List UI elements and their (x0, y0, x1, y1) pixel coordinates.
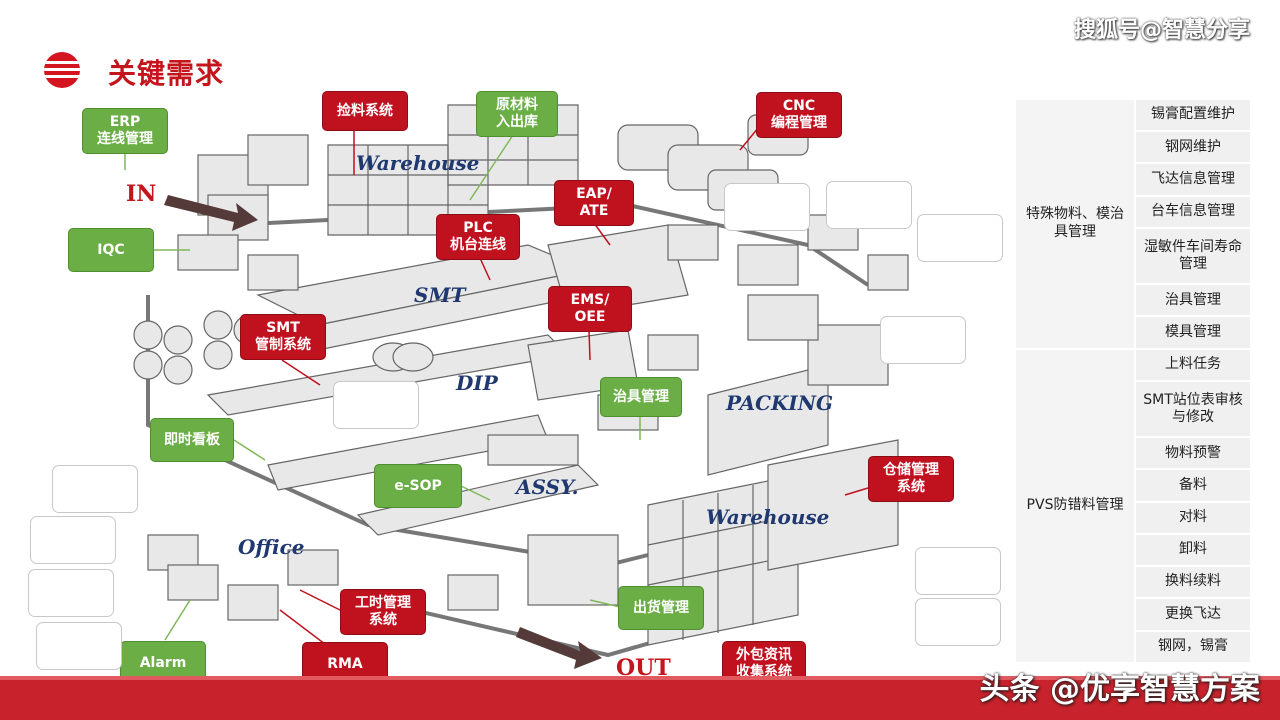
requirement-item: 换料续料 (1135, 566, 1251, 598)
requirement-item: 治具管理 (1135, 284, 1251, 316)
fixture-mgmt-tag: 治具管理 (600, 377, 682, 417)
watermark-bottom: 头条 @优享智慧方案 (980, 664, 1260, 708)
requirement-item: 湿敏件车间寿命管理 (1135, 228, 1251, 284)
requirement-item: SMT站位表审核与修改 (1135, 381, 1251, 437)
requirement-item: 台车信息管理 (1135, 196, 1251, 228)
requirement-item: 钢网维护 (1135, 131, 1251, 163)
empty-placeholder-box (724, 183, 810, 231)
iqc-tag: IQC (68, 228, 154, 272)
requirement-item: 锡膏配置维护 (1135, 99, 1251, 131)
empty-placeholder-box (880, 316, 966, 364)
storage-system-tag: 仓储管理 系统 (868, 456, 954, 502)
eap-ate-tag: EAP/ ATE (554, 180, 634, 226)
ems-oee-tag: EMS/ OEE (548, 286, 632, 332)
requirement-item: 备料 (1135, 469, 1251, 501)
empty-placeholder-box (28, 569, 114, 617)
empty-placeholder-box (333, 381, 419, 429)
plc-tag: PLC 机台连线 (436, 214, 520, 260)
empty-placeholder-box (826, 181, 912, 229)
raw-material-tag: 原材料 入出库 (476, 91, 558, 137)
empty-placeholder-box (30, 516, 116, 564)
esop-tag: e-SOP (374, 464, 462, 508)
category-cell: PVS防错料管理 (1015, 349, 1135, 663)
requirements-table: 特殊物料、模治具管理 锡膏配置维护 钢网维护 飞达信息管理 台车信息管理 湿敏件… (1014, 98, 1252, 664)
requirement-item: 卸料 (1135, 534, 1251, 566)
requirement-item: 飞达信息管理 (1135, 163, 1251, 195)
empty-placeholder-box (915, 547, 1001, 595)
requirement-item: 更换飞达 (1135, 598, 1251, 630)
requirement-item: 对料 (1135, 502, 1251, 534)
requirement-item: 钢网，锡膏 (1135, 631, 1251, 663)
empty-placeholder-box (915, 598, 1001, 646)
requirement-item: 上料任务 (1135, 349, 1251, 381)
man-hour-tag: 工时管理 系统 (340, 589, 426, 635)
shipping-tag: 出货管理 (618, 586, 704, 630)
empty-placeholder-box (52, 465, 138, 513)
erp-tag: ERP 连线管理 (82, 108, 168, 154)
empty-placeholder-box (917, 214, 1003, 262)
smt-control-tag: SMT 管制系统 (240, 314, 326, 360)
kanban-tag: 即时看板 (150, 418, 234, 462)
requirement-item: 物料预警 (1135, 437, 1251, 469)
cnc-tag: CNC 编程管理 (756, 92, 842, 138)
category-cell: 特殊物料、模治具管理 (1015, 99, 1135, 349)
empty-placeholder-box (36, 622, 122, 670)
picking-system-tag: 捡料系统 (322, 91, 408, 131)
requirement-item: 模具管理 (1135, 316, 1251, 348)
